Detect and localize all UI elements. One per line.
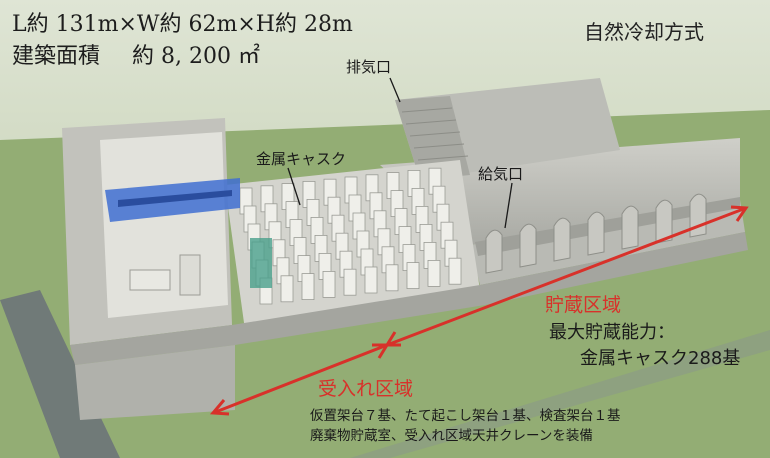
storage-zone-label: 貯蔵区域 [545, 294, 622, 316]
metal-cask [364, 266, 378, 294]
cask-leader [287, 167, 301, 206]
floor-area-label: 建築面積 [12, 44, 101, 69]
road-front [350, 330, 770, 458]
leader-lines [287, 77, 513, 229]
equipment-line-1: 仮置架台７基、たて起こし架台１基、検査架台１基 [310, 408, 621, 424]
cask-on-stand [179, 254, 201, 296]
facility-dimensions: L約 131m×W約 62m×H約 28m [12, 12, 353, 37]
cooling-method: 自然冷却方式 [584, 20, 704, 44]
floor-area-value: 約 8, 200 ㎡ [132, 44, 260, 69]
perimeter-wall [70, 232, 748, 365]
metal-cask-array [239, 167, 462, 305]
temporary-stand [129, 269, 171, 291]
metal-cask-label: 金属キャスク [256, 150, 347, 168]
exhaust-leader [389, 77, 401, 103]
storage-front-wall [470, 200, 745, 285]
intake-arches [485, 193, 707, 274]
crane-girder [118, 190, 232, 207]
exhaust-port-label: 排気口 [346, 58, 392, 76]
intake-leader [504, 182, 513, 229]
metal-cask [385, 264, 399, 292]
receiving-zone-label: 受入れ区域 [318, 378, 414, 400]
storage-zone-arrow [384, 205, 749, 347]
max-capacity-value: 金属キャスク288基 [580, 348, 741, 369]
metal-cask [322, 270, 336, 298]
intake-port-label: 給気口 [478, 165, 524, 183]
metal-cask [427, 259, 441, 287]
metal-cask [406, 262, 420, 290]
exhaust-vent-face [395, 96, 470, 180]
floor-area: 建築面積 約 8, 200 ㎡ [12, 38, 260, 70]
metal-cask [301, 273, 315, 301]
metal-cask [343, 268, 357, 296]
storage-intake-louvers [475, 197, 740, 256]
inspection-stand [250, 238, 272, 288]
exhaust-vent-slats [401, 107, 469, 161]
equipment-line-2: 廃棄物貯蔵室、受入れ区域天井クレーンを装備 [310, 428, 593, 444]
max-capacity-title: 最大貯蔵能力： [549, 322, 675, 343]
metal-cask [280, 275, 294, 303]
foundation-front [75, 345, 235, 420]
metal-cask [448, 257, 462, 285]
